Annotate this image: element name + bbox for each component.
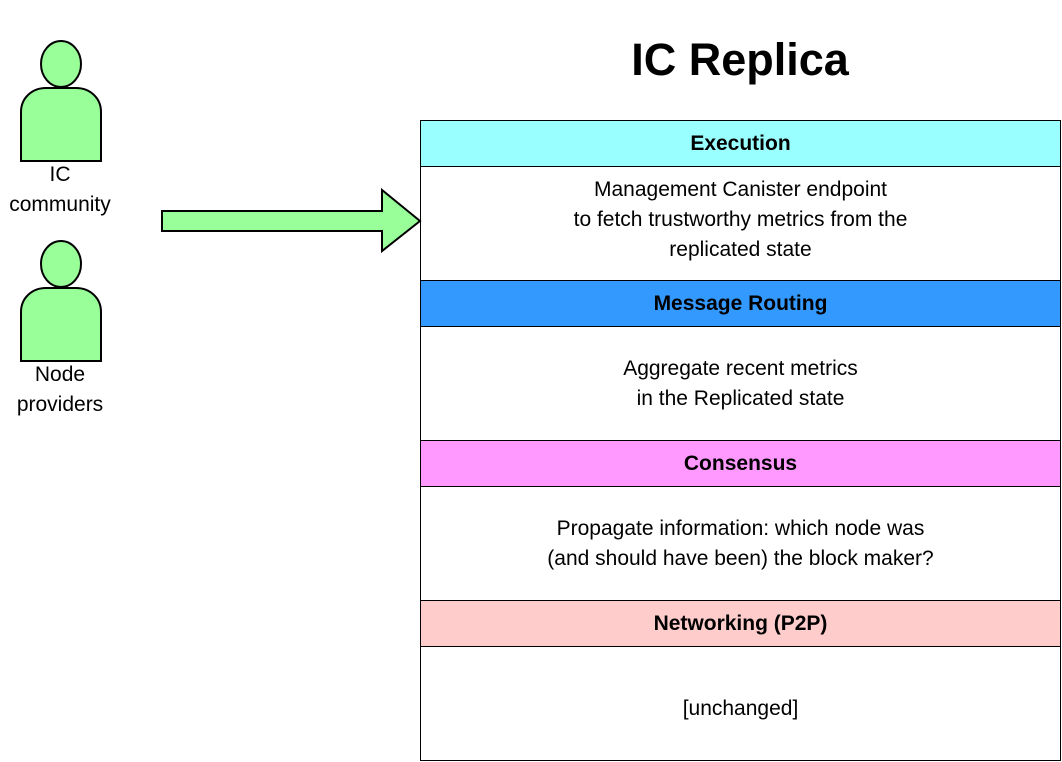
layer-header-consensus: Consensus — [420, 440, 1061, 487]
layer-body-networking: [unchanged] — [420, 646, 1061, 761]
person-icon — [20, 240, 102, 362]
actor-label: Node providers — [16, 363, 104, 416]
layer-header-message-routing: Message Routing — [420, 280, 1061, 327]
actor-node-providers: Node providers — [0, 240, 120, 420]
arrow-right-icon — [161, 188, 422, 254]
layer-header-networking: Networking (P2P) — [420, 600, 1061, 647]
layer-body-execution: Management Canister endpoint to fetch tr… — [420, 166, 1061, 282]
replica-stack: Execution Management Canister endpoint t… — [420, 120, 1061, 761]
actor-label: IC community — [9, 163, 111, 216]
actor-ic-community: IC community — [0, 40, 120, 220]
person-icon — [20, 40, 102, 162]
layer-body-consensus: Propagate information: which node was (a… — [420, 486, 1061, 602]
layer-header-execution: Execution — [420, 120, 1061, 167]
diagram-title: IC Replica — [631, 34, 849, 85]
layer-body-message-routing: Aggregate recent metrics in the Replicat… — [420, 326, 1061, 442]
